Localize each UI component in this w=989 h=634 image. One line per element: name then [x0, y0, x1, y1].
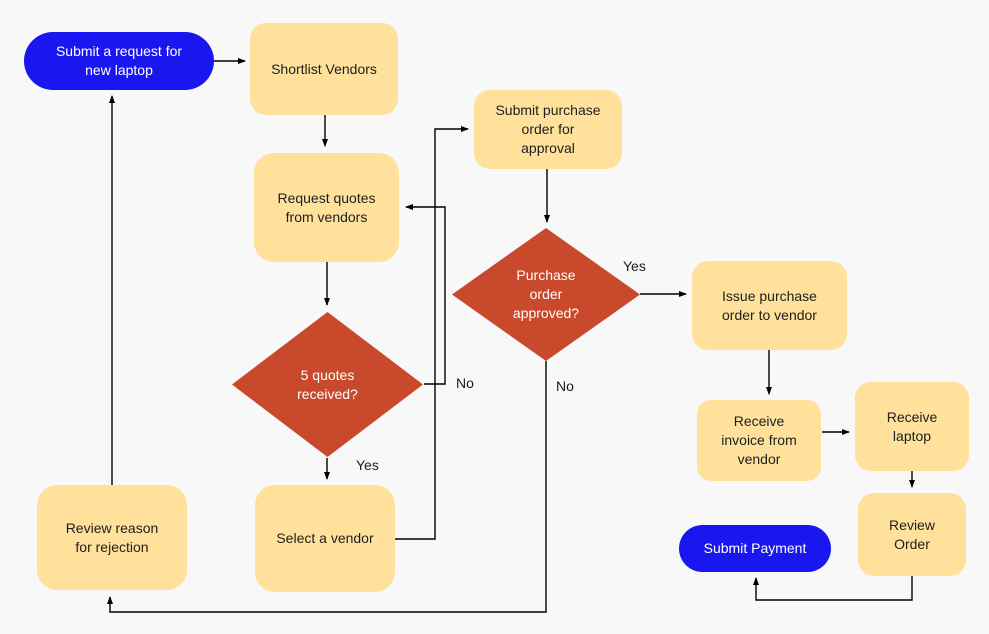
edge-quotes-no-to-request: [405, 204, 446, 385]
edge-revieworder-to-payment: [753, 576, 913, 601]
edge-label-quotes-no: No: [456, 375, 474, 391]
node-submit-payment-label: Submit Payment: [703, 540, 807, 556]
edge-label-po-yes: Yes: [623, 258, 646, 274]
node-select-vendor: Select a vendor: [255, 485, 395, 592]
node-review-order: Review Order: [858, 493, 966, 576]
node-submit-request-label: Submit a request for new laptop: [55, 43, 183, 78]
node-issue-purchase-order-label: Issue purchase order to vendor: [722, 287, 817, 323]
node-receive-laptop: Receive laptop: [855, 382, 969, 471]
node-decision-po-approved-label: Purchase order approved?: [512, 267, 580, 321]
node-submit-purchase-order: Submit purchase order for approval: [474, 90, 622, 169]
node-issue-purchase-order: Issue purchase order to vendor: [692, 261, 847, 350]
node-shortlist-vendors-label: Shortlist Vendors: [271, 60, 377, 77]
node-submit-payment: Submit Payment: [679, 525, 831, 572]
node-submit-request: Submit a request for new laptop: [24, 32, 214, 90]
node-receive-invoice-label: Receive invoice from vendor: [721, 413, 797, 467]
node-review-rejection: Review reason for rejection: [37, 485, 187, 590]
node-review-order-label: Review Order: [889, 516, 935, 552]
node-submit-purchase-order-label: Submit purchase order for approval: [495, 102, 601, 156]
edge-label-po-no: No: [556, 378, 574, 394]
node-receive-invoice: Receive invoice from vendor: [697, 400, 821, 481]
node-review-rejection-label: Review reason for rejection: [65, 519, 159, 555]
edge-label-quotes-yes: Yes: [356, 457, 379, 473]
edge-po-no-to-rejection: [107, 361, 547, 613]
node-request-quotes: Request quotes from vendors: [254, 153, 399, 262]
node-shortlist-vendors: Shortlist Vendors: [250, 23, 398, 115]
node-decision-quotes-received-label: 5 quotes received?: [297, 366, 358, 402]
node-request-quotes-label: Request quotes from vendors: [277, 189, 376, 225]
node-select-vendor-label: Select a vendor: [276, 530, 374, 546]
edge-select-to-submitpo: [395, 126, 469, 540]
node-receive-laptop-label: Receive laptop: [886, 408, 938, 444]
